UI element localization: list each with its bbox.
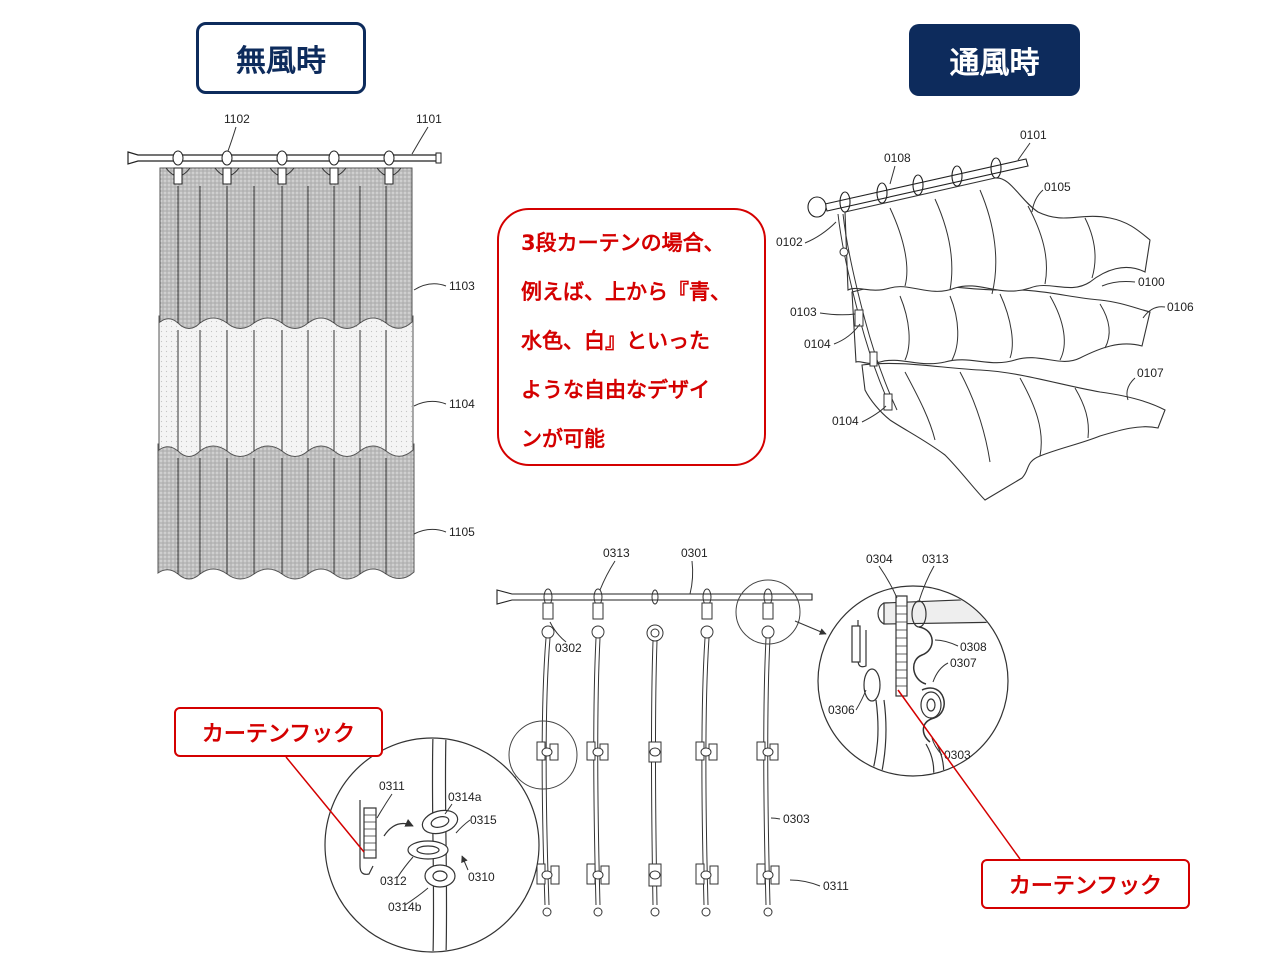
curtain-tier-bottom: [157, 443, 415, 580]
ref-label-0107: 0107: [1137, 366, 1164, 380]
curtain-rings: [172, 150, 395, 185]
ref-label-0100: 0100: [1138, 275, 1165, 289]
ref-label-0308: 0308: [960, 640, 987, 654]
ref-label-0104-upper: 0104: [804, 337, 831, 351]
ref-label-0314b: 0314b: [388, 900, 422, 914]
ref-label-1105: 1105: [449, 525, 475, 539]
callout-connector-right: [897, 689, 1021, 860]
hook-string: [646, 589, 664, 917]
callout-curtain-hook-right: カーテンフック: [981, 859, 1190, 909]
ref-label-1103: 1103: [449, 279, 475, 293]
wind-curtain-rings: [839, 157, 1002, 213]
ref-label-0306: 0306: [828, 703, 855, 717]
ref-label-0103: 0103: [790, 305, 817, 319]
ref-label-0303: 0303: [783, 812, 810, 826]
curtain-tier-middle: [158, 315, 414, 457]
ref-label-0312: 0312: [380, 874, 407, 888]
ref-label-0105: 0105: [1044, 180, 1071, 194]
hook-rod: [496, 589, 813, 605]
ref-label-0311-detail: 0311: [379, 779, 405, 793]
wind-curtain-side-string: [837, 213, 898, 411]
curtain-sheet-top: [844, 177, 1151, 292]
zoom-arrow-right: [794, 620, 827, 635]
ref-label-0302: 0302: [555, 641, 582, 655]
hook-string: [586, 588, 610, 917]
hook-string: [695, 588, 719, 917]
note-line: 水色、白』といった: [521, 329, 710, 353]
hook-string: [756, 588, 780, 917]
ref-label-0304: 0304: [866, 552, 893, 566]
ref-label-0301: 0301: [681, 546, 708, 560]
wind-curtain-figure: 0101 0108 0105 0102 0100 0106 0103 0104 …: [776, 128, 1194, 501]
zoom-marker-circle-left: [508, 720, 578, 790]
hook-string: [536, 588, 560, 917]
still-curtain-figure: 1102 1101 1103 1104 1105: [127, 112, 475, 580]
title-ventilation: 通風時: [909, 24, 1080, 96]
note-box: 3段カーテンの場合、 例えば、上から『青、 水色、白』といった ような自由なデザ…: [497, 208, 766, 466]
ref-label-0106: 0106: [1167, 300, 1194, 314]
ref-label-0311: 0311: [823, 879, 849, 893]
ref-label-0314a: 0314a: [448, 790, 482, 804]
callout-connector-left: [285, 756, 365, 853]
ref-label-0104-lower: 0104: [832, 414, 859, 428]
ref-label-0307: 0307: [950, 656, 977, 670]
curtain-sheet-bottom: [861, 362, 1166, 501]
curtain-tier-top: [159, 167, 413, 329]
ref-label-0102: 0102: [776, 235, 803, 249]
note-line: 例えば、上から『青、: [521, 280, 731, 304]
ref-label-0101: 0101: [1020, 128, 1047, 142]
ref-label-0108: 0108: [884, 151, 911, 165]
callout-curtain-hook-left: カーテンフック: [174, 707, 383, 757]
ref-label-0315: 0315: [470, 813, 497, 827]
ref-label-0310: 0310: [468, 870, 495, 884]
note-line: ような自由なデザイ: [521, 378, 710, 402]
detail-left-figure: 0311 0314a 0315 0312 0310 0314b: [324, 737, 540, 953]
wind-curtain-rod: [807, 158, 1029, 218]
ref-label-0313: 0313: [603, 546, 630, 560]
ref-label-0313-detail: 0313: [922, 552, 949, 566]
note-line: 3段カーテンの場合、: [521, 231, 725, 255]
ref-label-1104: 1104: [449, 397, 475, 411]
title-no-wind: 無風時: [196, 22, 366, 94]
ref-label-0303-detail: 0303: [944, 748, 971, 762]
hook-strings-figure: 0313 0301 0302 0303 0311: [487, 546, 849, 917]
zoom-marker-circle-right: [735, 579, 801, 645]
detail-clip: [359, 800, 374, 875]
detail-right-figure: 0304 0313 0308 0307 0306 0303: [817, 552, 1009, 777]
ref-label-1101: 1101: [416, 112, 442, 126]
ref-label-1102: 1102: [224, 112, 250, 126]
note-line: ンが可能: [521, 427, 605, 451]
